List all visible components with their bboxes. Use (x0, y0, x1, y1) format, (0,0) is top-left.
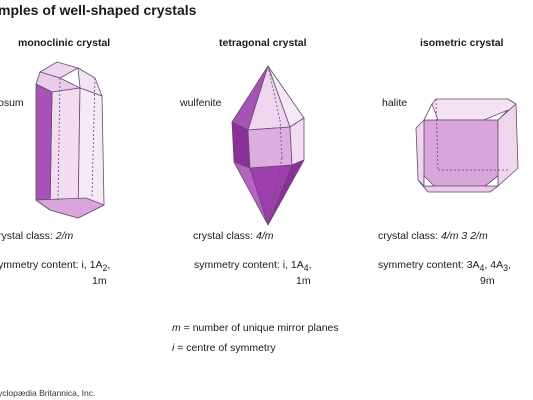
heading-tetragonal: tetragonal crystal (219, 37, 307, 49)
heading-monoclinic: monoclinic crystal (18, 37, 111, 49)
monoclinic-bottom-face (35, 197, 105, 219)
symmetry-isometric: symmetry content: 3A4, 4A3, 9m (378, 259, 511, 288)
isometric-bottom-face (417, 179, 499, 193)
heading-isometric: isometric crystal (420, 37, 504, 49)
isometric-corner-top-left (423, 103, 439, 121)
tetragonal-lower-right-face (267, 159, 305, 226)
credit-line: yclopædia Britannica, Inc. (0, 388, 96, 398)
isometric-corner-bottom-left (423, 175, 435, 187)
isometric-front-face (423, 119, 499, 187)
symmetry-tetragonal: symmetry content: i, 1A4, 1m (194, 259, 312, 288)
isometric-right-face (497, 103, 519, 187)
class-isometric: crystal class: 4/m 3 2/m (378, 230, 488, 242)
class-monoclinic: rystal class: 2/m (0, 230, 74, 242)
legend-centre-of-symmetry: i = centre of symmetry (172, 342, 276, 354)
legend-mirror-planes: m = number of unique mirror planes (172, 322, 339, 334)
mineral-monoclinic: osum (0, 97, 24, 109)
isometric-corner-top-right (483, 109, 509, 121)
class-tetragonal: crystal class: 4/m (193, 230, 274, 242)
isometric-corner-bottom-right (484, 175, 499, 187)
symmetry-monoclinic: ymmetry content: i, 1A2, 1m (0, 259, 111, 288)
mineral-isometric: halite (382, 97, 408, 109)
isometric-left-bevel (415, 119, 425, 187)
mineral-tetragonal: wulfenite (180, 97, 222, 109)
page-title: mples of well-shaped crystals (0, 2, 197, 18)
